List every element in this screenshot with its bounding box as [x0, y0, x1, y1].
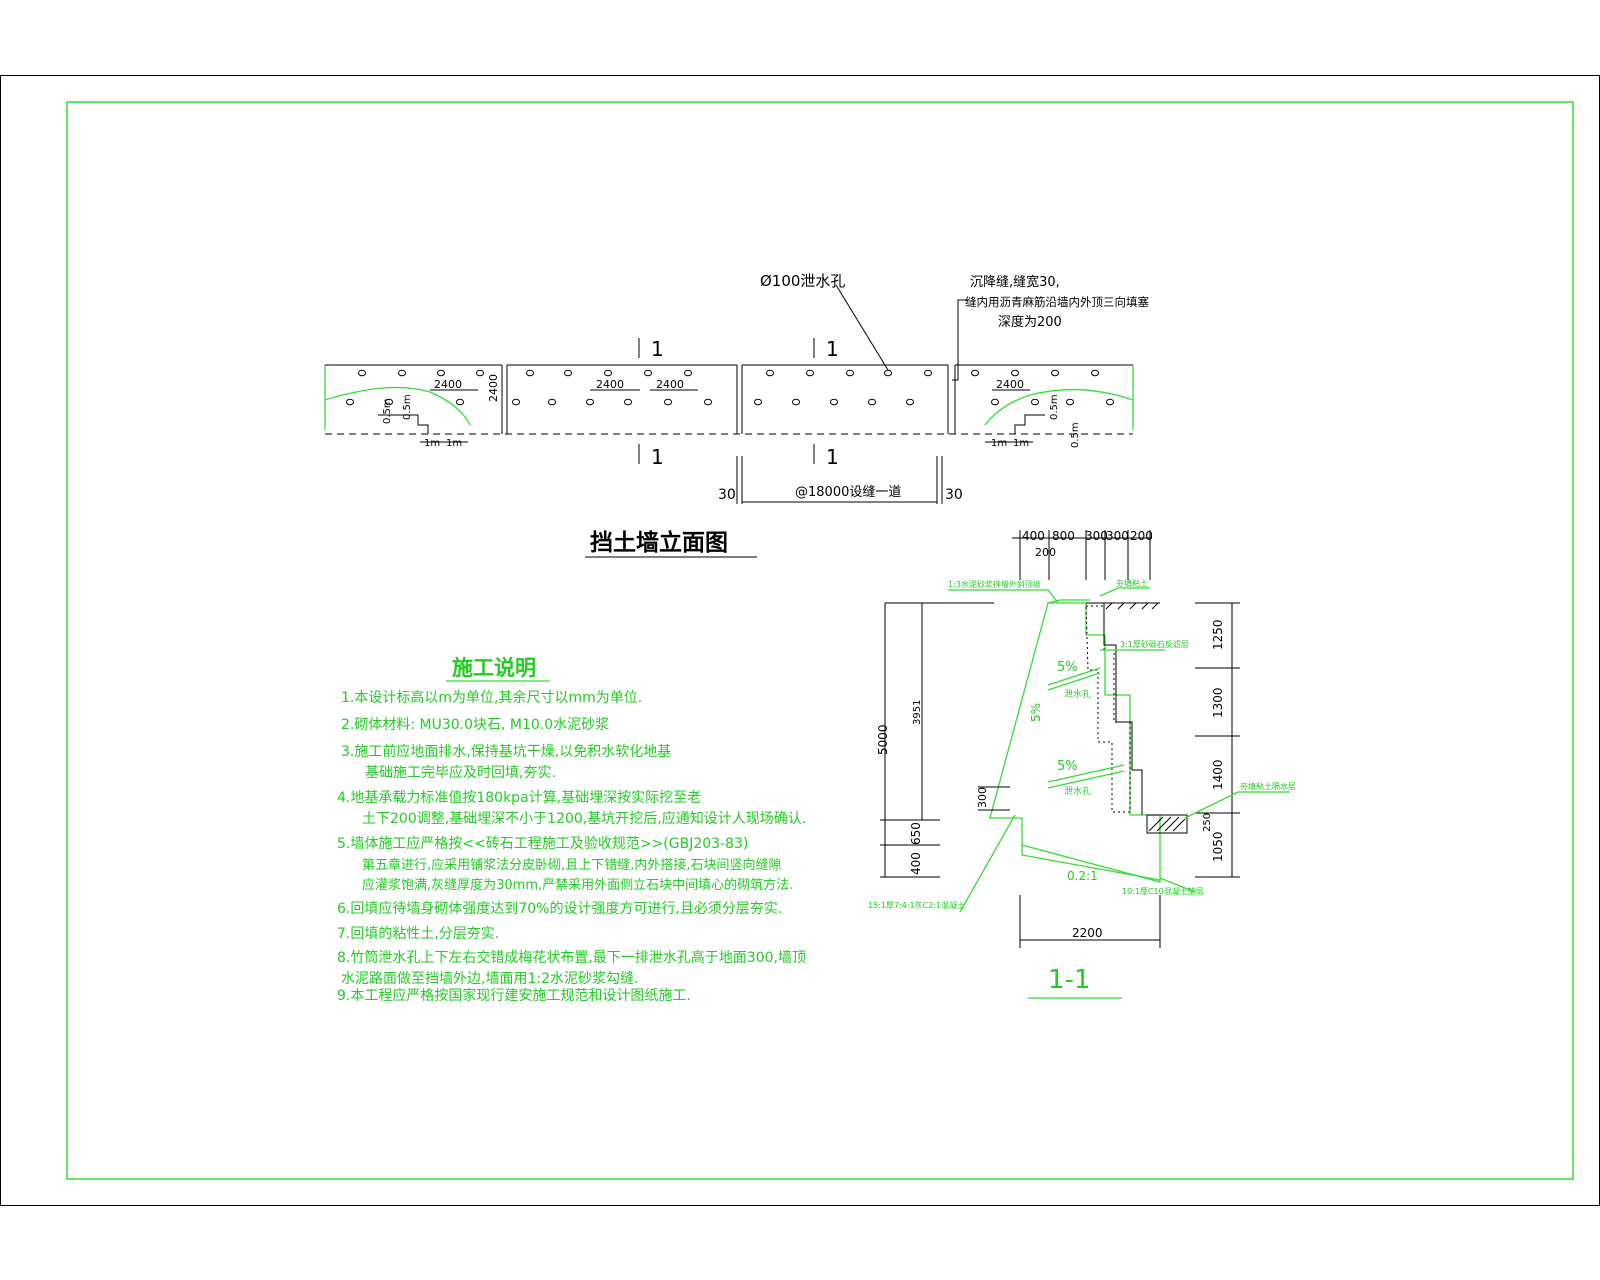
label-gravel: 3:1厚砂砾石反滤层 — [1120, 639, 1189, 649]
dim-1m: 1m — [1013, 438, 1029, 449]
note-line: 9.本工程应严格按国家现行建安施工规范和设计图纸施工. — [337, 987, 691, 1004]
dim-1300: 1300 — [1211, 687, 1225, 718]
label-cushion: 10:1厚C10混凝土垫层 — [1122, 886, 1204, 896]
top-dim: 300 — [1106, 529, 1129, 543]
note-line: 3.施工前应地面排水,保持基坑干燥,以免积水软化地基 — [341, 743, 671, 760]
dim-spacing: @18000设缝一道 — [795, 485, 901, 500]
top-dim: 800 — [1052, 529, 1075, 543]
dim-30-left: 30 — [718, 487, 736, 503]
joint-note-line3: 深度为200 — [998, 314, 1062, 330]
dim-3951: 3951 — [912, 700, 923, 725]
note-line: 8.竹筒泄水孔上下左右交错成梅花状布置,最下一排泄水孔高于地面300,墙顶 — [337, 949, 806, 966]
note-line: 5.墙体施工应严格按<<砖石工程施工及验收规范>>(GBJ203-83) — [337, 835, 748, 852]
wall-cap — [1047, 599, 1090, 604]
leader-backfill — [1099, 587, 1150, 597]
drain-hole-label: Ø100泄水孔 — [760, 272, 845, 290]
note-line: 7.回填的粘性土,分层夯实. — [337, 926, 499, 942]
note-line: 1.本设计标高以m为单位,其余尺寸以mm为单位. — [341, 689, 642, 706]
wall-body — [989, 602, 1161, 883]
elevation-title: 挡土墙立面图 — [590, 529, 728, 556]
dim-0-5m: 0.5m — [402, 394, 413, 420]
leader-base — [959, 814, 1016, 913]
elevation-dimensions: 2400 2400 2400 2400 2400 0.5m 0.5m 0.5m … — [382, 374, 1081, 504]
slope-5pct: 5% — [1057, 660, 1078, 675]
dim-2400: 2400 — [487, 374, 500, 402]
leader-cushion — [1159, 877, 1196, 893]
elevation-view: Ø100泄水孔 沉降缝,缝宽30, 缝内用沥青麻筋沿墙内外顶三向填塞 深度为20… — [324, 272, 1149, 558]
dim-1250: 1250 — [1211, 619, 1225, 650]
construction-notes: 施工说明 1.本设计标高以m为单位,其余尺寸以mm为单位. 2.砌体材料: MU… — [337, 656, 806, 1004]
top-dim: 200 — [1130, 529, 1153, 543]
label-base: 15:1厚7:4:1灰C2:1混凝土 — [868, 900, 965, 910]
section-mark-label: 1 — [651, 445, 664, 469]
note-line: 基础施工完毕应及时回填,夯实. — [365, 764, 556, 781]
drain-slope-1 — [1047, 667, 1101, 691]
note-line: 水泥路面做至挡墙外边,墙面用1:2水泥砂浆勾缝. — [341, 971, 638, 987]
dim-2400: 2400 — [596, 378, 624, 391]
outer-frame — [0, 75, 1600, 1206]
note-line: 土下200调整,基础埋深不小于1200,基坑开挖后,应通知设计人现场确认. — [362, 810, 806, 827]
note-line: 第五章进行,应采用铺浆法分皮卧砌,且上下错缝,内外搭接,石块间竖向缝隙 — [362, 857, 782, 873]
dim-1050: 1050 — [1211, 831, 1225, 862]
note-line: 2.砌体材料: MU30.0块石, M10.0水泥砂浆 — [341, 717, 609, 733]
dim-2400: 2400 — [996, 378, 1024, 391]
dim-250: 250 — [1202, 813, 1213, 832]
dim-1m: 1m — [446, 438, 462, 449]
section-mark-label: 1 — [826, 445, 839, 469]
drain-label: 泄水孔 — [1064, 785, 1091, 797]
drain-label: 泄水孔 — [1064, 688, 1091, 700]
dim-2400: 2400 — [656, 378, 684, 391]
note-line: 应灌浆饱满,灰缝厚度为30mm,严禁采用外面侧立石块中间填心的砌筑方法. — [362, 877, 793, 893]
section-view: 400 800 300 300 200 200 5% 5% 泄水孔 泄水孔 — [868, 529, 1296, 999]
joint-note-line1: 沉降缝,缝宽30, — [970, 274, 1060, 290]
leader-waterproof — [1184, 791, 1290, 819]
section-left-dimensions: 5000 3951 650 400 300 — [876, 603, 1010, 878]
slope-5pct: 5% — [1057, 759, 1078, 774]
waterproof-layer — [1146, 814, 1188, 834]
leader-top-mortar — [948, 589, 1059, 604]
wall-foundation — [1021, 845, 1161, 881]
dim-0-5m: 0.5m — [1049, 394, 1060, 420]
joint-note-line2: 缝内用沥青麻筋沿墙内外顶三向填塞 — [965, 295, 1149, 309]
dim-1400: 1400 — [1211, 759, 1225, 790]
top-dim: 300 — [1085, 529, 1108, 543]
note-line: 4.地基承载力标准值按180kpa计算,基础埋深按实际挖至老 — [337, 789, 701, 806]
notes-title: 施工说明 — [452, 656, 536, 680]
dim-2200-line — [1019, 895, 1161, 948]
wall-panels — [324, 364, 1134, 435]
dim-650: 650 — [909, 822, 923, 845]
dim-0-5m: 0.5m — [382, 398, 393, 424]
section-mark-label: 1 — [651, 337, 664, 361]
dim-1m: 1m — [424, 438, 440, 449]
dim-300: 300 — [976, 787, 989, 808]
batter-5pct: 5% — [1029, 703, 1043, 722]
note-line: 6.回填应待墙身砌体强度达到70%的设计强度方可进行,且必须分层夯实. — [337, 900, 782, 917]
top-dim-sub: 200 — [1035, 546, 1056, 559]
dim-30-right: 30 — [945, 487, 963, 503]
slope-batter: 0.2:1 — [1067, 869, 1098, 883]
label-waterproof: 夯填粘土隔水层 — [1240, 781, 1296, 791]
section-right-dimensions: 1250 1300 1400 1050 250 — [1195, 602, 1240, 878]
label-top-mortar: 1:3水泥砂浆抹墙外斜顶坡 — [948, 579, 1041, 589]
section-mark-label: 1 — [826, 337, 839, 361]
dim-2400: 2400 — [434, 378, 462, 391]
top-dim: 400 — [1022, 529, 1045, 543]
section-top-dimensions: 400 800 300 300 200 200 — [1012, 529, 1153, 580]
ground-hatch — [1100, 602, 1160, 610]
drain-holes — [346, 369, 1114, 406]
dim-0-5m: 0.5m — [1070, 422, 1081, 448]
drain-slope-2 — [1047, 764, 1125, 789]
section-cut-marks: 1 1 1 1 — [638, 337, 839, 469]
dim-400: 400 — [909, 852, 923, 875]
dim-2200: 2200 — [1072, 926, 1103, 940]
drain-leader-line — [835, 284, 889, 371]
label-backfill: 夯填粘土 — [1116, 578, 1148, 588]
dim-1m: 1m — [991, 438, 1007, 449]
inner-border — [66, 101, 1574, 1180]
dim-5000: 5000 — [876, 724, 890, 755]
joint-leader-line — [952, 299, 968, 381]
section-title: 1-1 — [1048, 965, 1090, 995]
